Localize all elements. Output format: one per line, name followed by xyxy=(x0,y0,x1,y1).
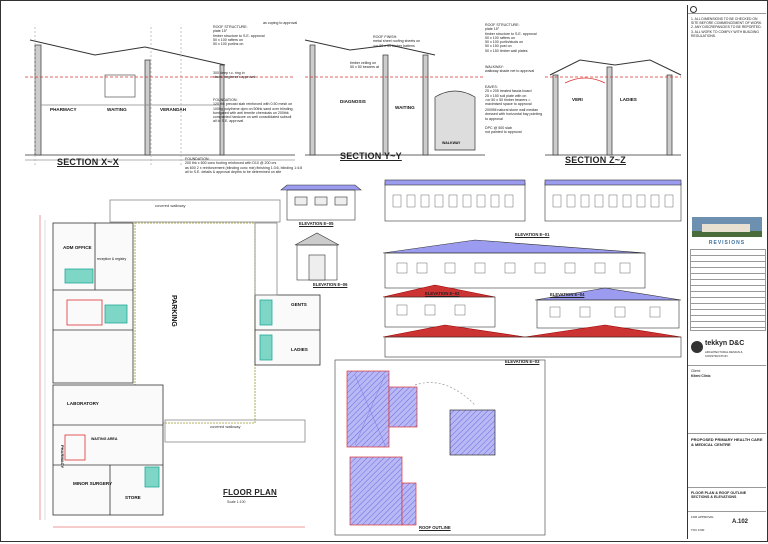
section-xx-drawing xyxy=(25,27,295,165)
stone-wall-note: 2000fill natural stone wall median dress… xyxy=(485,108,543,121)
company-subtitle: ARCHITECTURAL DESIGN & CONSTRUCTION xyxy=(705,350,743,359)
room-label: ADM OFFICE xyxy=(63,245,92,250)
north-arrow-icon xyxy=(690,6,697,13)
walkway-label: covered walkway xyxy=(210,424,241,429)
company-logo-icon xyxy=(691,341,703,353)
elevation-label: ELEVATION E~02 xyxy=(425,291,460,296)
drawing-number: A.102 xyxy=(732,519,749,525)
section-zz-title: SECTION Z~Z xyxy=(565,155,626,165)
foundation-note-2: FOUNDATION: 200 thk x 600 conc footing r… xyxy=(185,157,303,174)
revisions-heading: REVISIONS xyxy=(708,240,746,246)
room-label: reception & registry xyxy=(97,257,127,261)
section-yy-room: WALKWAY xyxy=(442,141,461,145)
room-label: GENTS xyxy=(291,302,307,307)
site-photo xyxy=(692,217,762,237)
section-yy-title: SECTION Y~Y xyxy=(340,151,402,161)
floor-plan-scale: Scale 1:100 xyxy=(227,500,246,504)
client-name: Kiteni Clinic xyxy=(691,374,711,378)
roof-outline-drawing xyxy=(334,359,546,536)
elevation-label: ELEVATION E~04 xyxy=(550,292,585,297)
walkway-note: WALKWAY: walkway shade net to approval xyxy=(485,65,535,74)
eaves-note: EAVES: 25 x 205 treated fascia board 25 … xyxy=(485,85,532,107)
room-label: LABORATORY xyxy=(67,401,99,406)
section-zz-room: LADIES xyxy=(620,97,637,102)
floor-plan-drawing xyxy=(39,199,321,528)
room-label: MINOR SURGERY xyxy=(73,481,113,486)
dpc-note: DPC @ 500 slab not painted to approval xyxy=(485,126,522,135)
room-label: WAITING AREA xyxy=(91,437,118,441)
elevation-label: ELEVATION E~06 xyxy=(313,282,348,287)
section-xx-room: VERANDAH xyxy=(160,107,187,112)
drawing-status: TOC FOR xyxy=(691,528,705,532)
ceiling-note: timber ceiling on 50 x 50 bearers at xyxy=(350,61,379,70)
drawing-area: SECTION X~X SECTION Y~Y SECTION Z~Z PHAR… xyxy=(5,5,685,539)
issue-status: FOR APPROVAL xyxy=(691,515,714,519)
drawing-title: FLOOR PLAN & ROOF OUTLINE SECTIONS & ELE… xyxy=(691,491,747,500)
title-block: 1. ALL DIMENSIONS TO BE CHECKED ON SITE … xyxy=(687,5,766,539)
general-notes: 1. ALL DIMENSIONS TO BE CHECKED ON SITE … xyxy=(691,17,763,38)
title-block-header xyxy=(688,5,766,14)
section-xx-title: SECTION X~X xyxy=(57,157,119,167)
room-label: PARKING xyxy=(170,295,177,327)
section-yy-room: WAITING xyxy=(395,105,415,110)
company-name: tekkyn D&C xyxy=(705,340,745,347)
elevations xyxy=(280,179,682,358)
roof-finish-note: ROOF FINISH: metal sheet roofing sheets … xyxy=(373,35,421,48)
section-yy-drawing xyxy=(304,39,485,156)
drawing-canvas xyxy=(25,27,682,536)
elevation-label: ELEVATION E~05 xyxy=(299,221,334,226)
soil-note: 300 deep r.c. ring in strum. engineer's … xyxy=(213,71,256,80)
floor-plan-title: FLOOR PLAN xyxy=(223,488,277,497)
section-xx-room: PHARMACY xyxy=(50,107,77,112)
room-label: LADIES xyxy=(291,347,308,352)
room-label: PHARMACY xyxy=(60,445,65,469)
project-title: PROPOSED PRIMARY HEALTH CARE & MEDICAL C… xyxy=(691,437,763,447)
section-xx-room: WAITING xyxy=(107,107,127,112)
elevation-label: ELEVATION E~01 xyxy=(515,232,550,237)
section-zz-room: VERI xyxy=(572,97,583,102)
revisions-table xyxy=(690,249,766,331)
section-zz-drawing xyxy=(545,59,682,156)
elevation-windows xyxy=(392,194,674,318)
roof-structure-note-2: ROOF STRUCTURE: plate 15° timber structu… xyxy=(485,23,537,53)
walkway-label: covered walkway xyxy=(155,203,186,208)
roof-outline-title: ROOF OUTLINE xyxy=(419,525,451,530)
elevation-label: ELEVATION E~03 xyxy=(505,359,540,364)
client-label: Client: xyxy=(691,369,701,373)
foundation-note: FOUNDATION: 120 thk precast slab reinfor… xyxy=(213,98,294,124)
section-yy-room: DIAGNOSIS xyxy=(340,99,366,104)
room-label: STORE xyxy=(125,495,141,500)
tie-note: as coping to approval xyxy=(263,21,298,25)
roof-structure-note: ROOF STRUCTURE: plate 15° timber structu… xyxy=(213,25,265,47)
